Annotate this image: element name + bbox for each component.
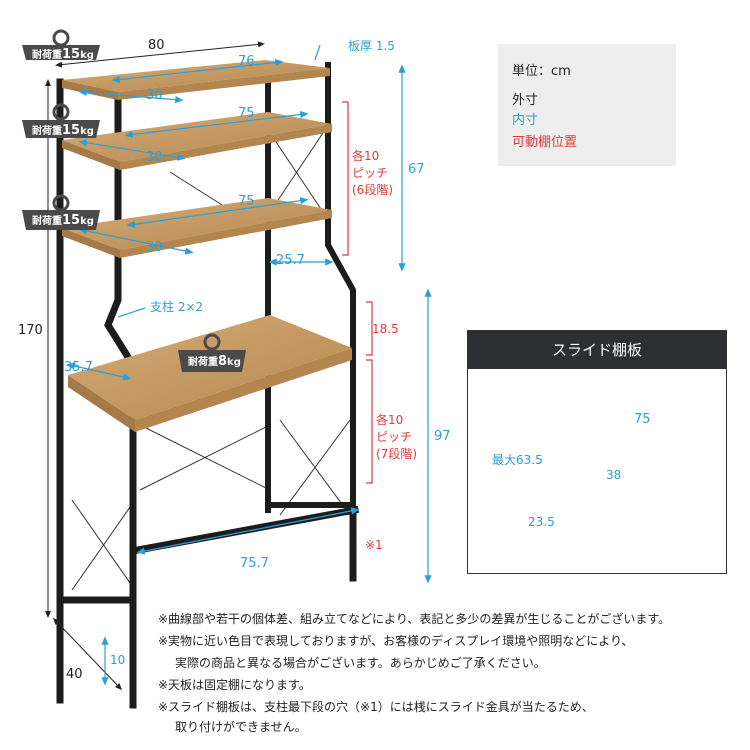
dim-lower-section-height: 97: [434, 429, 451, 444]
note-5: ※スライド棚板は、支柱最下段の穴（※1）には桟にスライド金具が当たるため、: [158, 700, 594, 714]
load-badge-4: 耐荷重8kg: [188, 354, 241, 369]
note-4: ※天板は固定棚になります。: [158, 678, 311, 692]
legend-inner: 内寸: [512, 113, 539, 128]
slide-depth: 38: [606, 468, 622, 482]
legend-unit: 単位：cm: [512, 64, 571, 79]
lower-braces: [71, 419, 351, 591]
dim-overall-width: 80: [148, 38, 165, 53]
note-1: ※曲線部や若干の個体差、組み立てなどにより、表記と多少の差異が生じることがござい…: [158, 612, 671, 626]
dim-overall-height: 170: [18, 323, 43, 338]
lower-pitch-note: 各10 ピッチ (7段階): [376, 413, 417, 461]
inner-dims: [66, 44, 432, 686]
dim-shelf-depth-1: 30: [146, 88, 163, 103]
dim-bottom-bar-height: 10: [110, 653, 126, 667]
note-3: 実際の商品と異なる場合がございます。あらかじめご了承ください。: [175, 656, 546, 670]
legend-outer: 外寸: [512, 93, 539, 108]
movable-brackets: [342, 101, 373, 484]
outer-dims: [45, 41, 265, 691]
shelf-2: [62, 112, 332, 170]
dim-desk-gap: 18.5: [372, 322, 399, 336]
load-badge-1: 耐荷重15kg: [32, 47, 94, 62]
legend-movable: 可動棚位置: [512, 135, 578, 150]
dim-shelf-depth-2: 30: [146, 150, 163, 165]
slide-max-extension: 最大63.5: [492, 451, 543, 468]
dim-upper-leg-gap: 25.7: [276, 253, 305, 268]
slide-rail: 23.5: [528, 515, 555, 529]
dim-shelf-inner-width-a: 75: [238, 106, 255, 121]
note-6: 取り付けができません。: [175, 720, 307, 734]
dim-board-thickness: 板厚 1.5: [348, 39, 395, 53]
dim-post-size: 支柱 2×2: [150, 300, 204, 314]
upper-pitch-note: 各10 ピッチ (6段階): [352, 149, 393, 197]
dim-overall-depth: 40: [66, 667, 83, 682]
load-badge-3: 耐荷重15kg: [32, 213, 94, 228]
dim-desk-depth: 35.7: [64, 360, 93, 375]
dim-shelf-inner-width-b: 75: [238, 194, 255, 209]
legend-box: 単位：cm 外寸 内寸 可動棚位置: [498, 44, 676, 166]
slide-width: 75: [634, 412, 651, 427]
note-marker-1: ※1: [365, 538, 383, 552]
weight-badge-shapes: [22, 29, 246, 372]
shelf-3: [62, 198, 332, 258]
load-badge-2: 耐荷重15kg: [32, 123, 94, 138]
dim-top-inner-width: 76: [238, 54, 255, 69]
dim-shelf-depth-3: 30: [146, 240, 163, 255]
slide-shelf-title: スライド棚板: [468, 331, 726, 369]
dim-upper-section-height: 67: [408, 162, 425, 177]
note-2: ※実物に近い色目で表現しておりますが、お客様のディスプレイ環境や照明などにより、: [158, 634, 634, 648]
dim-bottom-width: 75.7: [240, 556, 269, 571]
